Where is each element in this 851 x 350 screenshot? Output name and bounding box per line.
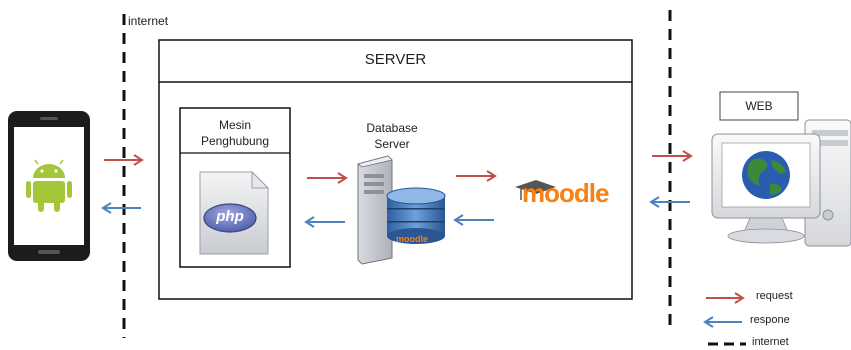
moodle-hat-icon: [515, 180, 556, 200]
moodle-logo: moodle: [522, 178, 609, 208]
mesin-label-line2: Penghubung: [200, 134, 270, 148]
mesin-label-line1: Mesin: [218, 118, 251, 132]
web-label: WEB: [745, 99, 773, 113]
moodle-small-logo: moodle: [396, 234, 429, 244]
arrow-request-mesin-to-db: [307, 172, 348, 184]
arrow-request-phone-to-server: [104, 154, 144, 166]
legend-request-label: request: [756, 290, 793, 302]
database-server-icon: [357, 155, 446, 265]
server-title: SERVER: [364, 51, 427, 68]
arrow-response-db-to-mesin: [304, 216, 345, 228]
web-computer-icon: [711, 119, 851, 247]
legend-internet-label: internet: [752, 336, 789, 348]
legend-request-arrow: [706, 292, 745, 304]
arrow-response-moodle-to-db: [453, 214, 494, 226]
globe-icon: [742, 151, 790, 199]
database-cylinder-icon: [386, 187, 446, 244]
php-file-icon: [199, 170, 270, 255]
android-phone-icon: [8, 111, 90, 261]
internet-label: internet: [128, 14, 169, 28]
legend-respone-label: respone: [750, 314, 790, 326]
arrow-response-web-to-server: [649, 196, 690, 208]
database-label-line2: Server: [374, 137, 410, 151]
arrow-response-server-to-phone: [101, 202, 141, 214]
arrow-request-db-to-moodle: [456, 170, 497, 182]
php-logo-text: php: [216, 208, 244, 225]
android-robot-icon: [26, 159, 72, 212]
legend-respone-arrow: [703, 316, 742, 328]
database-label-line1: Database: [366, 121, 418, 135]
arrow-request-server-to-web: [652, 150, 693, 162]
web-label-box: [719, 91, 799, 121]
